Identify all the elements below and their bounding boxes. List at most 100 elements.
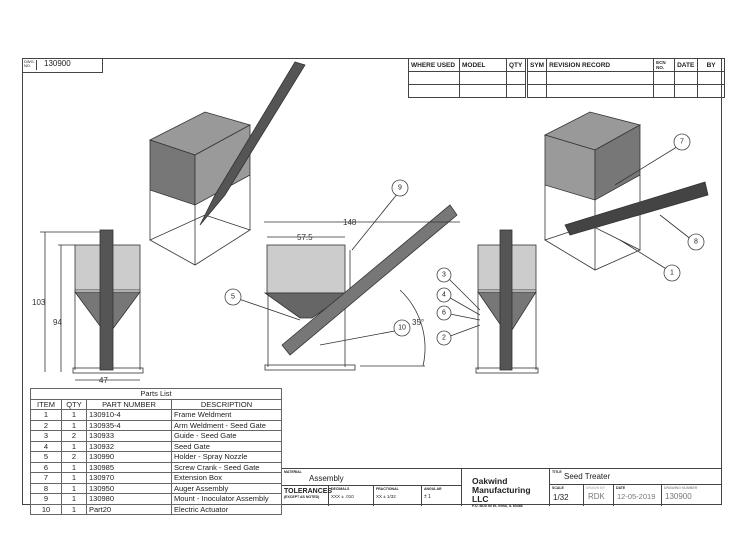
title-block: MATERIAL Assembly TOLERANCES (EXCEPT AS … [282,468,722,508]
end-view [475,229,539,374]
drawing-number-box: DWG. NO. 130900 [22,58,103,73]
fractional-value: XX ± 1/32 [376,494,396,499]
parts-list: Parts List ITEM QTY PART NUMBER DESCRIPT… [30,388,282,515]
parts-cell-item: 4 [30,440,62,452]
drawing-title: Seed Treater [564,472,611,481]
parts-cell-part-number: Part20 [86,503,172,515]
parts-cell-part-number: 130985 [86,461,172,473]
angular-label: ANGULAR [424,487,442,491]
material-label: MATERIAL [284,470,302,474]
front-view [40,229,144,381]
parts-cell-description: Auger Assembly [171,482,282,494]
drawn-by-value: RDK [588,492,605,501]
drawing-number-label: DWG. NO. [24,60,37,70]
parts-cell-part-number: 130932 [86,440,172,452]
balloon-1: 1 [670,270,674,277]
balloon-10: 10 [398,325,406,332]
material-value: Assembly [309,474,344,483]
parts-header-description: DESCRIPTION [171,398,282,410]
parts-cell-description: Seed Gate [171,440,282,452]
parts-cell-part-number: 130990 [86,451,172,463]
parts-cell-qty: 1 [61,419,87,431]
parts-cell-qty: 2 [61,451,87,463]
decimals-label: DECIMALS [331,487,350,491]
angular-value: ± 1 [424,494,431,500]
side-view [263,204,460,371]
parts-cell-description: Extension Box [171,472,282,484]
drawn-by-label: DRAWN BY [586,486,606,490]
parts-cell-description: Arm Weldment - Seed Gate [171,419,282,431]
parts-header-item: ITEM [30,398,62,410]
parts-cell-qty: 1 [61,503,87,515]
drawing-number-tb: 130900 [665,492,692,501]
balloon-4: 4 [442,292,446,299]
parts-cell-part-number: 130910-4 [86,409,172,421]
parts-cell-item: 9 [30,493,62,505]
dim-width: 47 [99,376,108,385]
rev-header: BY [697,58,726,72]
parts-cell-qty: 1 [61,461,87,473]
parts-cell-part-number: 130933 [86,430,172,442]
decimals-value: XXX ± .010 [331,494,354,499]
parts-list-title: Parts List [30,388,282,400]
parts-cell-qty: 1 [61,409,87,421]
parts-cell-item: 2 [30,419,62,431]
balloon-2: 2 [442,335,446,342]
rev-header: SYM [524,58,548,72]
company-address: P.O. BOX 60 EL Elmo, IL 60468 [472,504,523,508]
iso-view-left [148,61,306,266]
parts-cell-part-number: 130980 [86,493,172,505]
scale-value: 1/32 [553,493,569,502]
dim-height-total: 103 [32,298,46,307]
parts-cell-item: 10 [30,503,62,515]
balloon-8: 8 [694,239,698,246]
parts-cell-qty: 1 [61,440,87,452]
parts-cell-item: 1 [30,409,62,421]
date-label: DATE [616,486,626,490]
drawing-number-label-tb: DRAWING NUMBER [664,486,698,490]
parts-cell-qty: 1 [61,493,87,505]
parts-cell-item: 5 [30,451,62,463]
parts-cell-qty: 2 [61,430,87,442]
parts-cell-part-number: 130970 [86,472,172,484]
dim-overall-length: 148 [343,218,357,227]
parts-cell-description: Holder - Spray Nozzle [171,451,282,463]
revision-block: WHERE USED MODEL QTY SYM REVISION RECORD… [408,58,726,98]
company-name: Oakwind Manufacturing LLC [472,476,531,504]
parts-cell-part-number: 130950 [86,482,172,494]
parts-cell-description: Frame Weldment [171,409,282,421]
balloon-6: 6 [442,310,446,317]
parts-cell-part-number: 130935-4 [86,419,172,431]
parts-header-qty: QTY [61,398,87,410]
parts-cell-item: 6 [30,461,62,473]
tolerances-label: TOLERANCES [284,488,333,495]
parts-cell-qty: 1 [61,472,87,484]
balloon-9: 9 [398,185,402,192]
parts-cell-item: 8 [30,482,62,494]
balloon-5: 5 [231,294,235,301]
parts-cell-description: Mount - Inoculator Assembly [171,493,282,505]
scale-label: SCALE [552,486,564,490]
iso-view-right [543,111,709,271]
dim-hopper-width: 57.5 [297,233,313,242]
parts-cell-item: 3 [30,430,62,442]
fractional-label: FRACTIONAL [376,487,399,491]
parts-cell-qty: 1 [61,482,87,494]
parts-cell-description: Guide - Seed Gate [171,430,282,442]
drawing-border [22,58,722,505]
balloon-3: 3 [442,272,446,279]
parts-cell-description: Electric Actuator [171,503,282,515]
except-note: (EXCEPT AS NOTED) [284,495,320,499]
dim-height-hopper: 94 [53,318,62,327]
parts-cell-item: 7 [30,472,62,484]
